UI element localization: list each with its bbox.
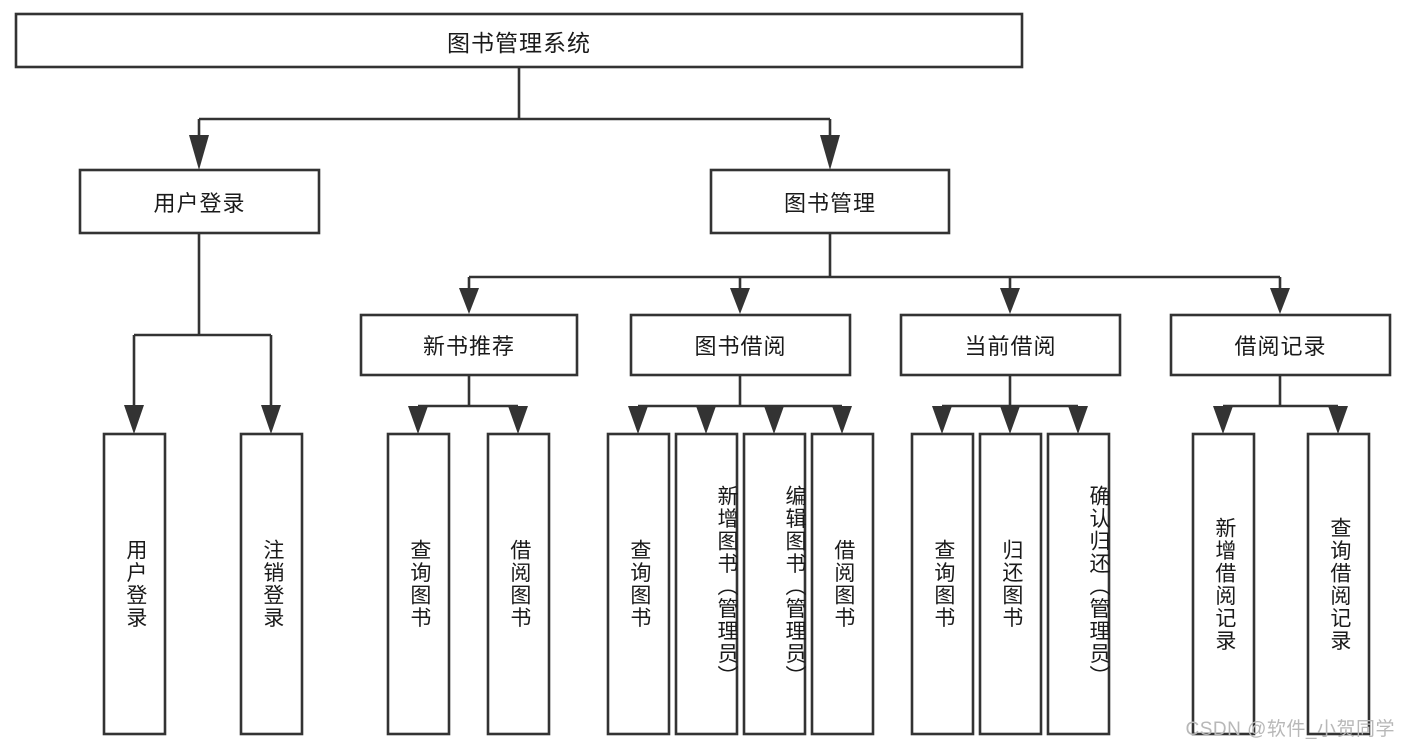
node-box-root[interactable]	[14, 12, 1024, 69]
arrow-head-leaf-add-book	[696, 406, 716, 434]
arrow-head-new-book-rec	[459, 288, 479, 314]
node-box-leaf-return-book[interactable]	[978, 432, 1043, 736]
connector-group-current-borrow	[932, 375, 1088, 434]
node-box-leaf-query-record[interactable]	[1306, 432, 1371, 736]
node-box-user-login[interactable]	[78, 168, 321, 235]
node-box-leaf-edit-book[interactable]	[742, 432, 807, 736]
connector-group-book-manage	[459, 233, 1290, 314]
arrow-head-leaf-add-record	[1213, 406, 1233, 434]
arrow-head-leaf-edit-book	[764, 406, 784, 434]
arrow-head-leaf-return-book	[1000, 406, 1020, 434]
connector-group-new-book-rec	[408, 375, 528, 434]
connector-group-user-login	[124, 233, 281, 434]
node-box-leaf-borrow-book-1[interactable]	[486, 432, 551, 736]
arrow-head-leaf-query-book-2	[628, 406, 648, 434]
arrow-head-leaf-confirm-return	[1068, 406, 1088, 434]
node-box-leaf-query-book-1[interactable]	[386, 432, 451, 736]
node-box-leaf-confirm-return[interactable]	[1046, 432, 1111, 736]
node-box-book-borrow[interactable]	[629, 313, 852, 377]
node-box-leaf-add-book[interactable]	[674, 432, 739, 736]
arrow-head-borrow-record	[1270, 288, 1290, 314]
node-box-leaf-user-login[interactable]	[102, 432, 167, 736]
node-box-leaf-logout-login[interactable]	[239, 432, 304, 736]
arrow-head-leaf-user-login	[124, 405, 144, 434]
node-box-borrow-record[interactable]	[1169, 313, 1392, 377]
arrow-head-user-login	[189, 135, 209, 170]
node-box-current-borrow[interactable]	[899, 313, 1122, 377]
arrow-head-leaf-borrow-book-1	[508, 406, 528, 434]
node-box-book-manage[interactable]	[709, 168, 951, 235]
node-box-new-book-rec[interactable]	[359, 313, 579, 377]
arrow-head-book-manage	[820, 135, 840, 170]
arrow-head-leaf-query-record	[1328, 406, 1348, 434]
node-box-leaf-query-book-2[interactable]	[606, 432, 671, 736]
arrow-head-leaf-borrow-book-2	[832, 406, 852, 434]
connector-group-root	[189, 66, 840, 170]
node-box-leaf-query-book-3[interactable]	[910, 432, 975, 736]
arrow-head-book-borrow	[730, 288, 750, 314]
arrow-head-leaf-logout-login	[261, 405, 281, 434]
arrow-head-current-borrow	[1000, 288, 1020, 314]
connector-group-borrow-record	[1213, 375, 1348, 434]
arrow-head-leaf-query-book-1	[408, 406, 428, 434]
connector-group-book-borrow	[628, 375, 852, 434]
node-box-leaf-borrow-book-2[interactable]	[810, 432, 875, 736]
arrow-head-leaf-query-book-3	[932, 406, 952, 434]
node-box-leaf-add-record[interactable]	[1191, 432, 1256, 736]
